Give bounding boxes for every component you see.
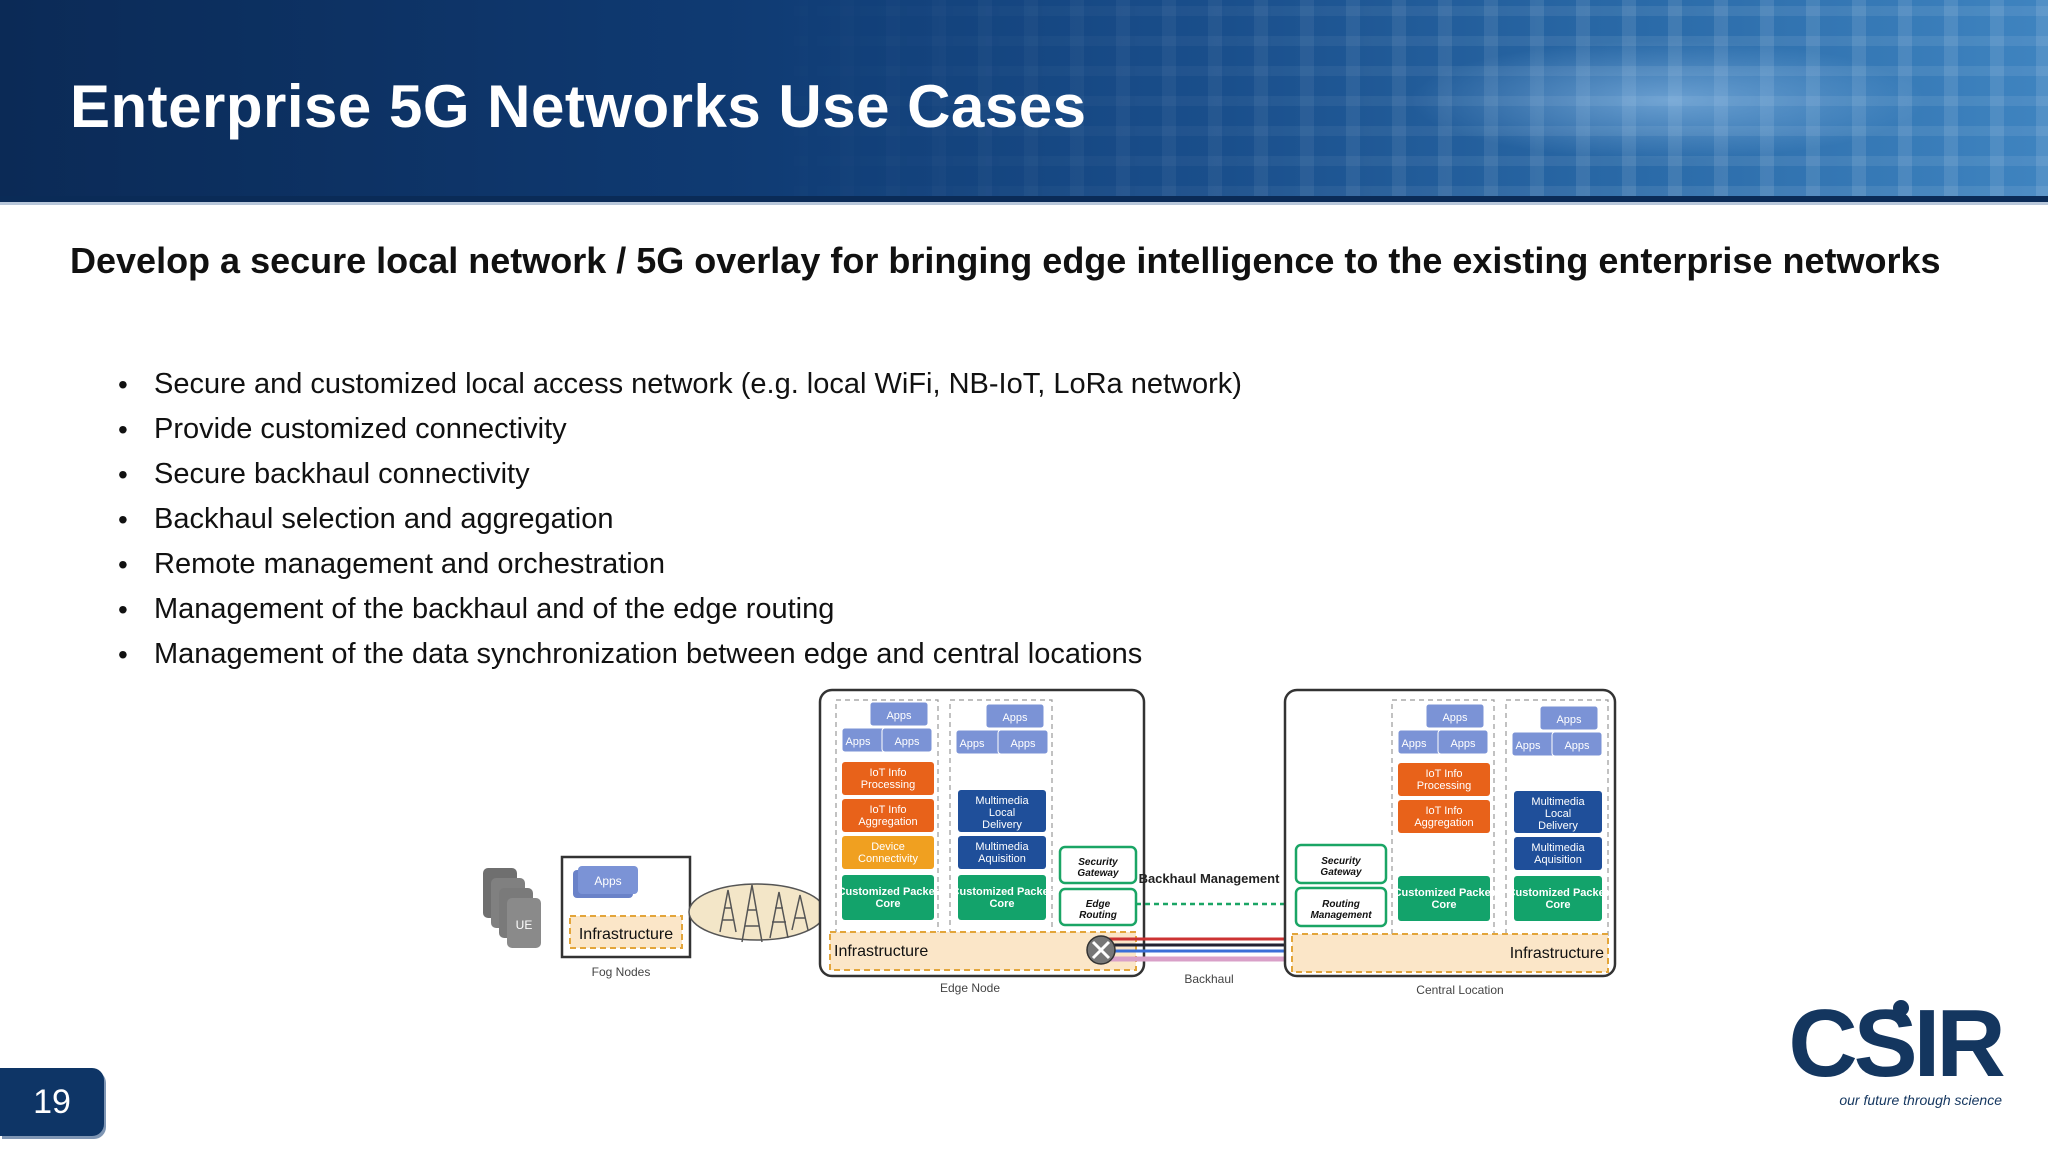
logo-tagline: our future through science bbox=[1839, 1092, 2002, 1108]
central-apps-label: Apps bbox=[1442, 712, 1468, 724]
header-divider-light bbox=[0, 202, 2048, 205]
central-apps-label: Apps bbox=[1564, 740, 1590, 752]
fog-nodes-caption: Fog Nodes bbox=[592, 965, 651, 979]
bullet-item: Backhaul selection and aggregation bbox=[118, 497, 1242, 542]
central-apps-label: Apps bbox=[1556, 714, 1582, 726]
csir-logo: CSIR our future through science bbox=[1780, 996, 2010, 1116]
bullet-item: Management of the backhaul and of the ed… bbox=[118, 587, 1242, 632]
central-location-caption: Central Location bbox=[1416, 983, 1503, 997]
slide-subtitle: Develop a secure local network / 5G over… bbox=[70, 240, 1941, 281]
slide-title: Enterprise 5G Networks Use Cases bbox=[70, 73, 1087, 140]
bullet-list: Secure and customized local access netwo… bbox=[118, 362, 1242, 677]
fog-apps-label: Apps bbox=[594, 874, 621, 888]
header-banner: Enterprise 5G Networks Use Cases bbox=[0, 0, 2048, 196]
logo-dot bbox=[1893, 1000, 1909, 1016]
fog-node: Apps Infrastructure Fog Nodes bbox=[560, 855, 692, 979]
central-apps-partial-label: Apps bbox=[1515, 740, 1541, 752]
backhaul-management-label: Backhaul Management bbox=[1139, 871, 1281, 886]
fog-infrastructure-label: Infrastructure bbox=[579, 926, 673, 943]
edge-node-caption: Edge Node bbox=[940, 981, 1000, 995]
edge-apps-label: Apps bbox=[886, 710, 912, 722]
header-divider bbox=[0, 196, 2048, 202]
central-apps-partial-label: Apps bbox=[1401, 738, 1427, 750]
edge-infrastructure-label: Infrastructure bbox=[834, 943, 928, 960]
bullet-item: Provide customized connectivity bbox=[118, 407, 1242, 452]
page-number: 19 bbox=[0, 1068, 104, 1136]
bullet-item: Secure and customized local access netwo… bbox=[118, 362, 1242, 407]
backhaul-links: Backhaul Management Backhaul bbox=[1102, 871, 1320, 986]
banner-glow bbox=[1408, 40, 1928, 160]
edge-apps-label: Apps bbox=[1002, 712, 1028, 724]
backhaul-caption: Backhaul bbox=[1184, 972, 1233, 986]
ue-label: UE bbox=[516, 918, 533, 932]
edge-apps-partial-label: Apps bbox=[845, 736, 871, 748]
bullet-item: Management of the data synchronization b… bbox=[118, 632, 1242, 677]
ue-devices: UE bbox=[483, 868, 541, 948]
central-infrastructure-label: Infrastructure bbox=[1510, 945, 1604, 962]
radio-towers-icon bbox=[688, 883, 826, 943]
banner-pattern bbox=[748, 0, 2048, 196]
bullet-item: Remote management and orchestration bbox=[118, 542, 1242, 587]
bullet-item: Secure backhaul connectivity bbox=[118, 452, 1242, 497]
network-diagram: UE Apps Infrastructure Fog Nodes Apps Ap… bbox=[483, 688, 1617, 997]
edge-apps-partial-label: Apps bbox=[959, 738, 985, 750]
edge-apps-label: Apps bbox=[1010, 738, 1036, 750]
central-apps-label: Apps bbox=[1450, 738, 1476, 750]
edge-apps-label: Apps bbox=[894, 736, 920, 748]
router-icon bbox=[1086, 935, 1116, 965]
